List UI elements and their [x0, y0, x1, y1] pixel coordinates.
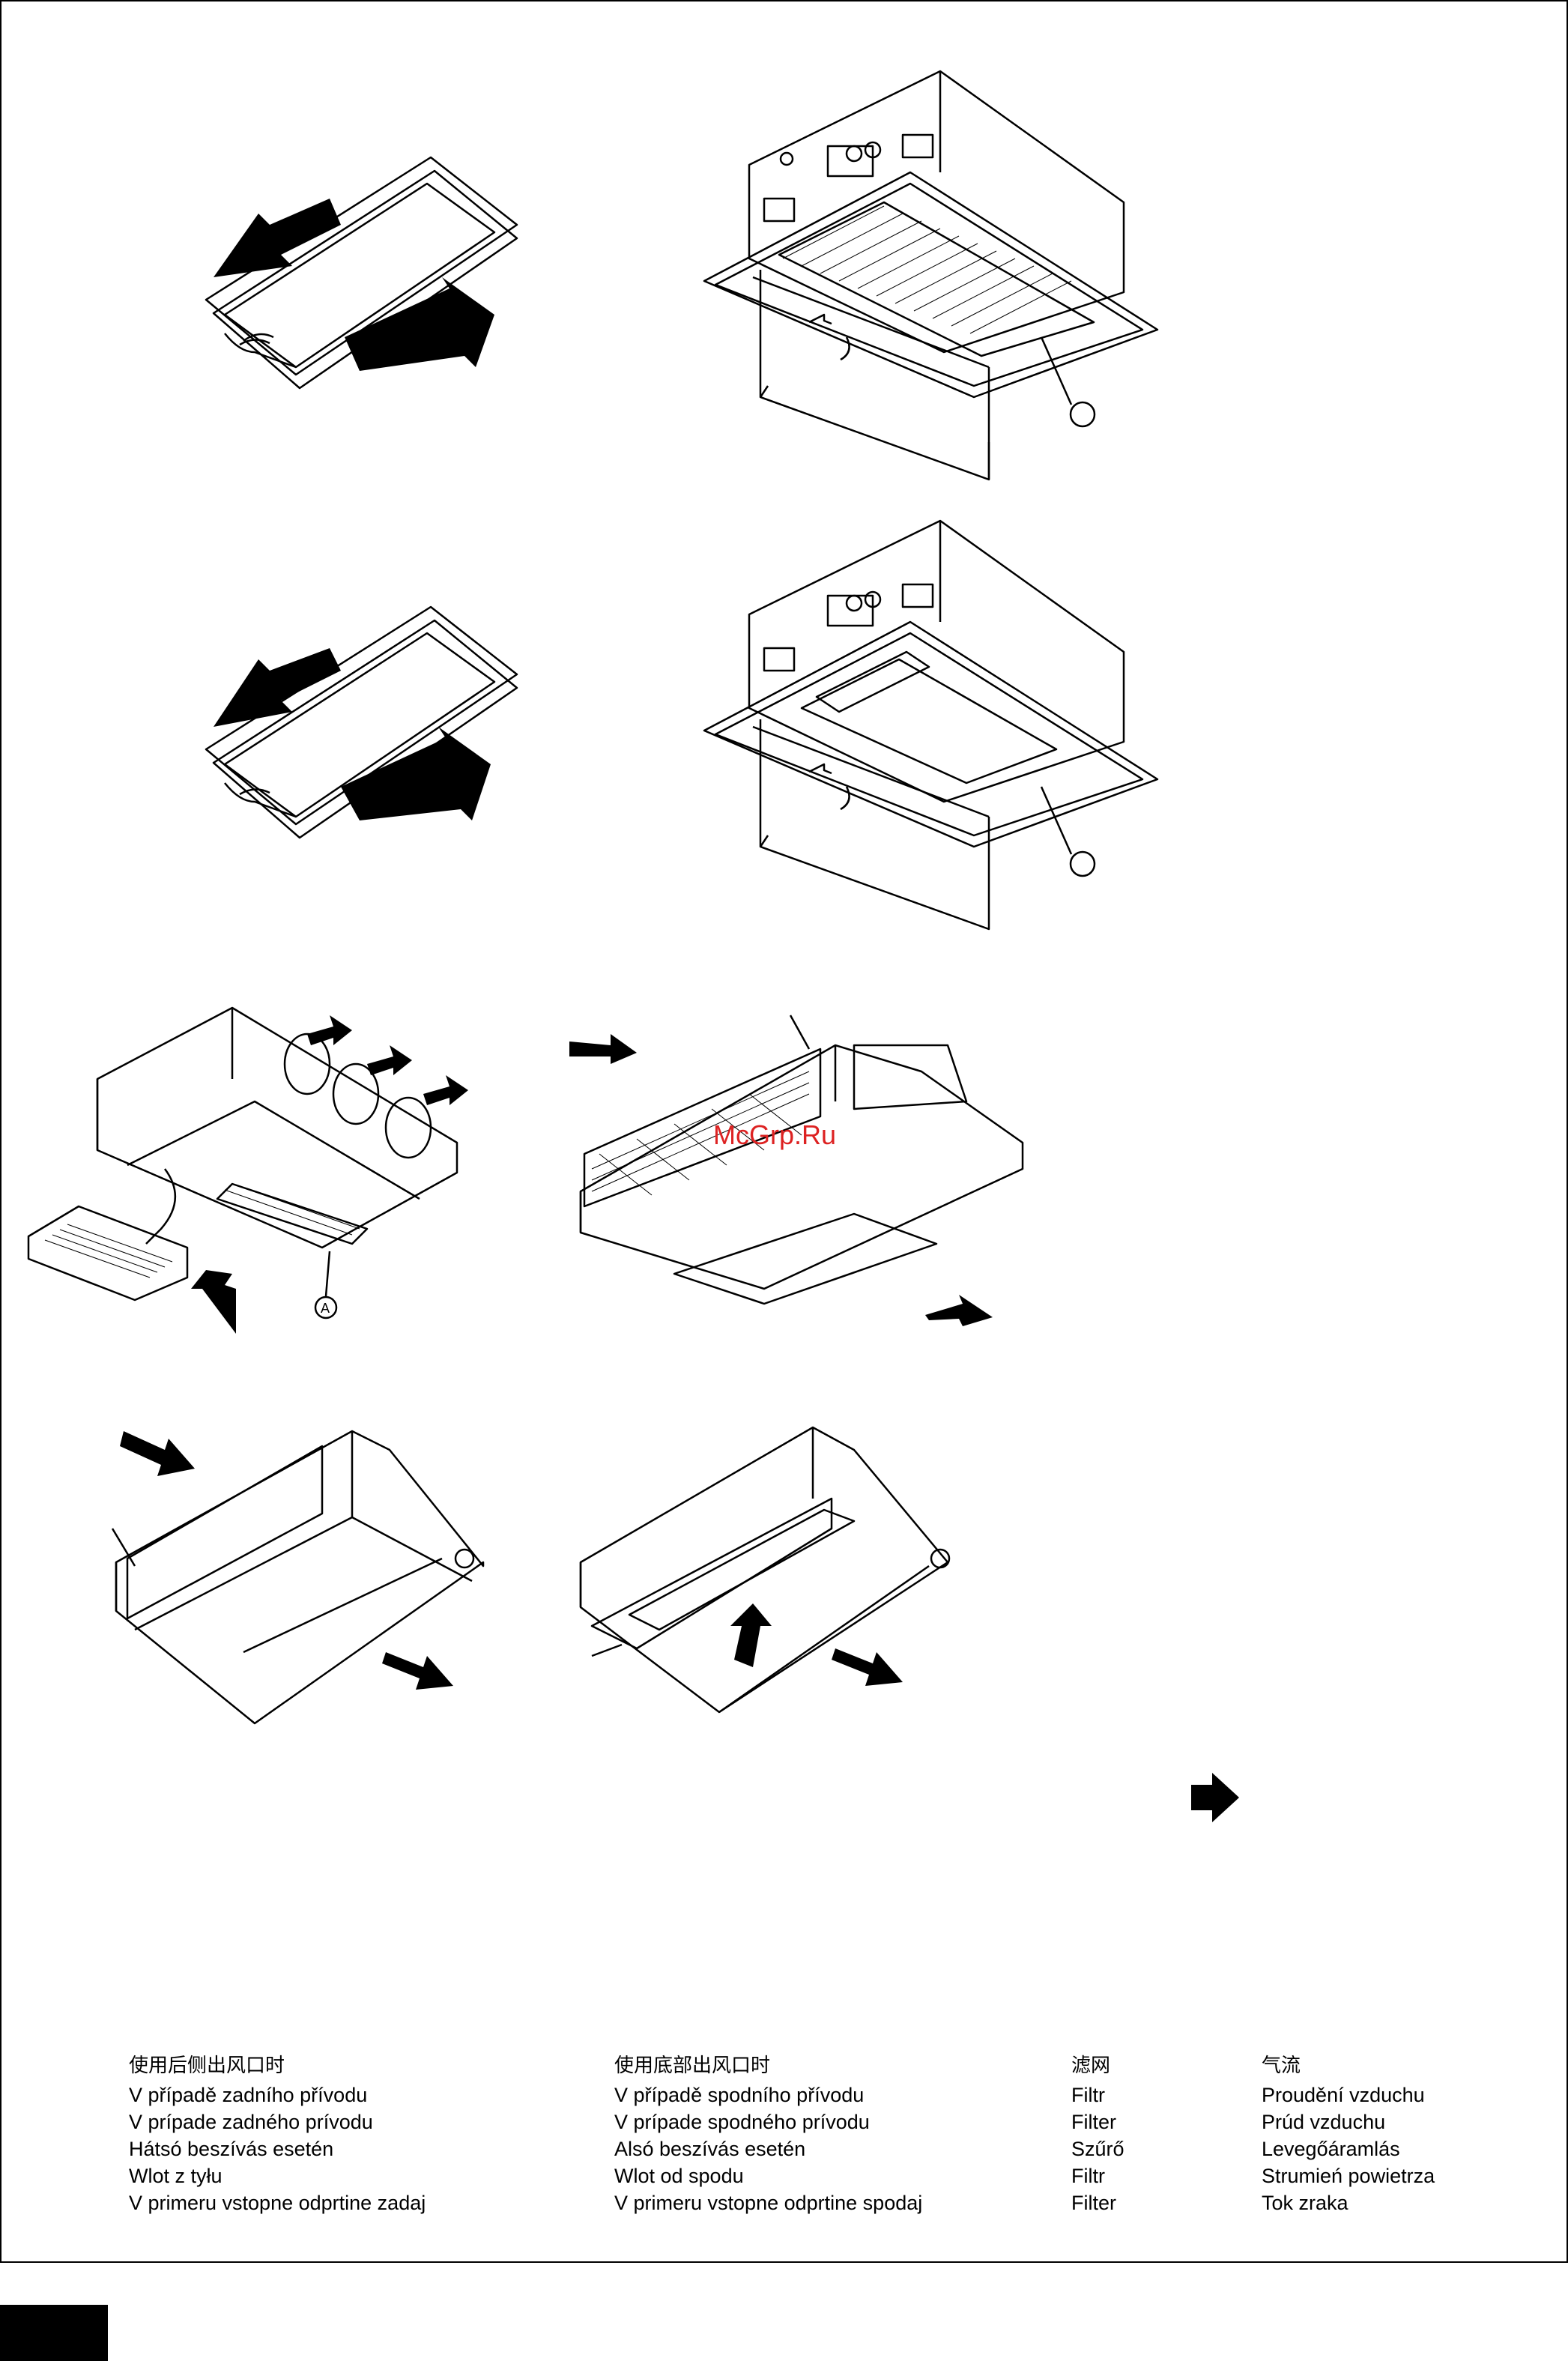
legend-column-rear-intake: 使用后侧出风口时 V případě zadního přívodu V prí… [129, 2053, 426, 2216]
airflow-arrow-rear-1 [307, 1015, 352, 1045]
airflow-arrow-rear-3 [423, 1075, 468, 1105]
legend-line: Filtr [1071, 2165, 1105, 2187]
callout-a-label: A [321, 1301, 330, 1316]
legend-line: Hátsó beszívás esetén [129, 2138, 334, 2160]
airflow-arrow-4a-in [120, 1431, 195, 1476]
legend-heading-bottom-intake: 使用底部出风口时 [614, 2055, 771, 2077]
legend-line: Filter [1071, 2192, 1116, 2214]
page-frame [0, 0, 1568, 2263]
legend-line: Alsó beszívás esetén [614, 2138, 806, 2160]
grille-airflow-figure-1 [205, 156, 518, 390]
legend-line: V primeru vstopne odprtine zadaj [129, 2192, 426, 2214]
airflow-arrow-in-1 [214, 199, 341, 277]
legend-line: Szűrő [1071, 2138, 1124, 2160]
airflow-arrow-in-2 [214, 648, 341, 727]
legend-column-filter: 滤网 Filtr Filter Szűrő Filtr Filter [1071, 2053, 1124, 2216]
airflow-arrow-4b-out [832, 1648, 903, 1686]
legend-heading-rear-intake: 使用后侧出风口时 [129, 2055, 285, 2077]
page-corner-tab [0, 2305, 108, 2361]
legend-heading-filter: 滤网 [1071, 2055, 1111, 2077]
legend-line: V prípade spodného prívodu [614, 2111, 870, 2133]
legend-line: V případě zadního přívodu [129, 2084, 368, 2106]
airflow-arrow-rear-2 [367, 1045, 412, 1075]
legend-line: Filter [1071, 2111, 1116, 2133]
legend-line: Proudění vzduchu [1262, 2084, 1425, 2106]
watermark-text: McGrp.Ru [713, 1119, 837, 1150]
ceiling-unit-bottom-intake-figure [579, 1426, 951, 1714]
grille-airflow-figure-2 [205, 605, 518, 839]
legend-line: Wlot z tyłu [129, 2165, 223, 2187]
legend-line: Strumień powietrza [1262, 2165, 1435, 2187]
filter-mesh-1 [782, 205, 1072, 334]
legend-line: V primeru vstopne odprtine spodaj [614, 2192, 923, 2214]
legend-column-airflow: 气流 Proudění vzduchu Prúd vzduchu Levegőá… [1262, 2053, 1435, 2216]
legend-line: Wlot od spodu [614, 2165, 744, 2187]
airflow-arrow-4a-out [382, 1652, 453, 1690]
airflow-arrow-front-in [569, 1034, 637, 1064]
legend-line: V případě spodního přívodu [614, 2084, 865, 2106]
legend-line: Tok zraka [1262, 2192, 1348, 2214]
legend-column-bottom-intake: 使用底部出风口时 V případě spodního přívodu V pr… [614, 2053, 922, 2216]
ceiling-unit-rear-intake-figure [111, 1430, 485, 1725]
cassette-unit-figure-2 [703, 519, 1159, 931]
airflow-arrow-front-out [925, 1295, 993, 1326]
cassette-unit-figure-1 [703, 70, 1159, 481]
airflow-legend-arrow-icon [1191, 1773, 1239, 1822]
filter-mesh-rear [44, 1183, 360, 1278]
filter-mesh-front [591, 1071, 810, 1196]
airflow-arrow-up-rear [191, 1270, 236, 1334]
legend-line: Prúd vzduchu [1262, 2111, 1386, 2133]
airflow-arrow-out-2 [341, 727, 491, 820]
legend-line: V prípade zadného prívodu [129, 2111, 373, 2133]
airflow-arrow-4b-up [730, 1603, 772, 1667]
airflow-arrow-out-1 [345, 277, 494, 371]
legend-line: Levegőáramlás [1262, 2138, 1400, 2160]
duct-unit-front-figure [579, 1015, 1024, 1305]
duct-unit-rear-figure [27, 1006, 458, 1319]
legend-heading-airflow: 气流 [1262, 2055, 1301, 2077]
legend-line: Filtr [1071, 2084, 1105, 2106]
